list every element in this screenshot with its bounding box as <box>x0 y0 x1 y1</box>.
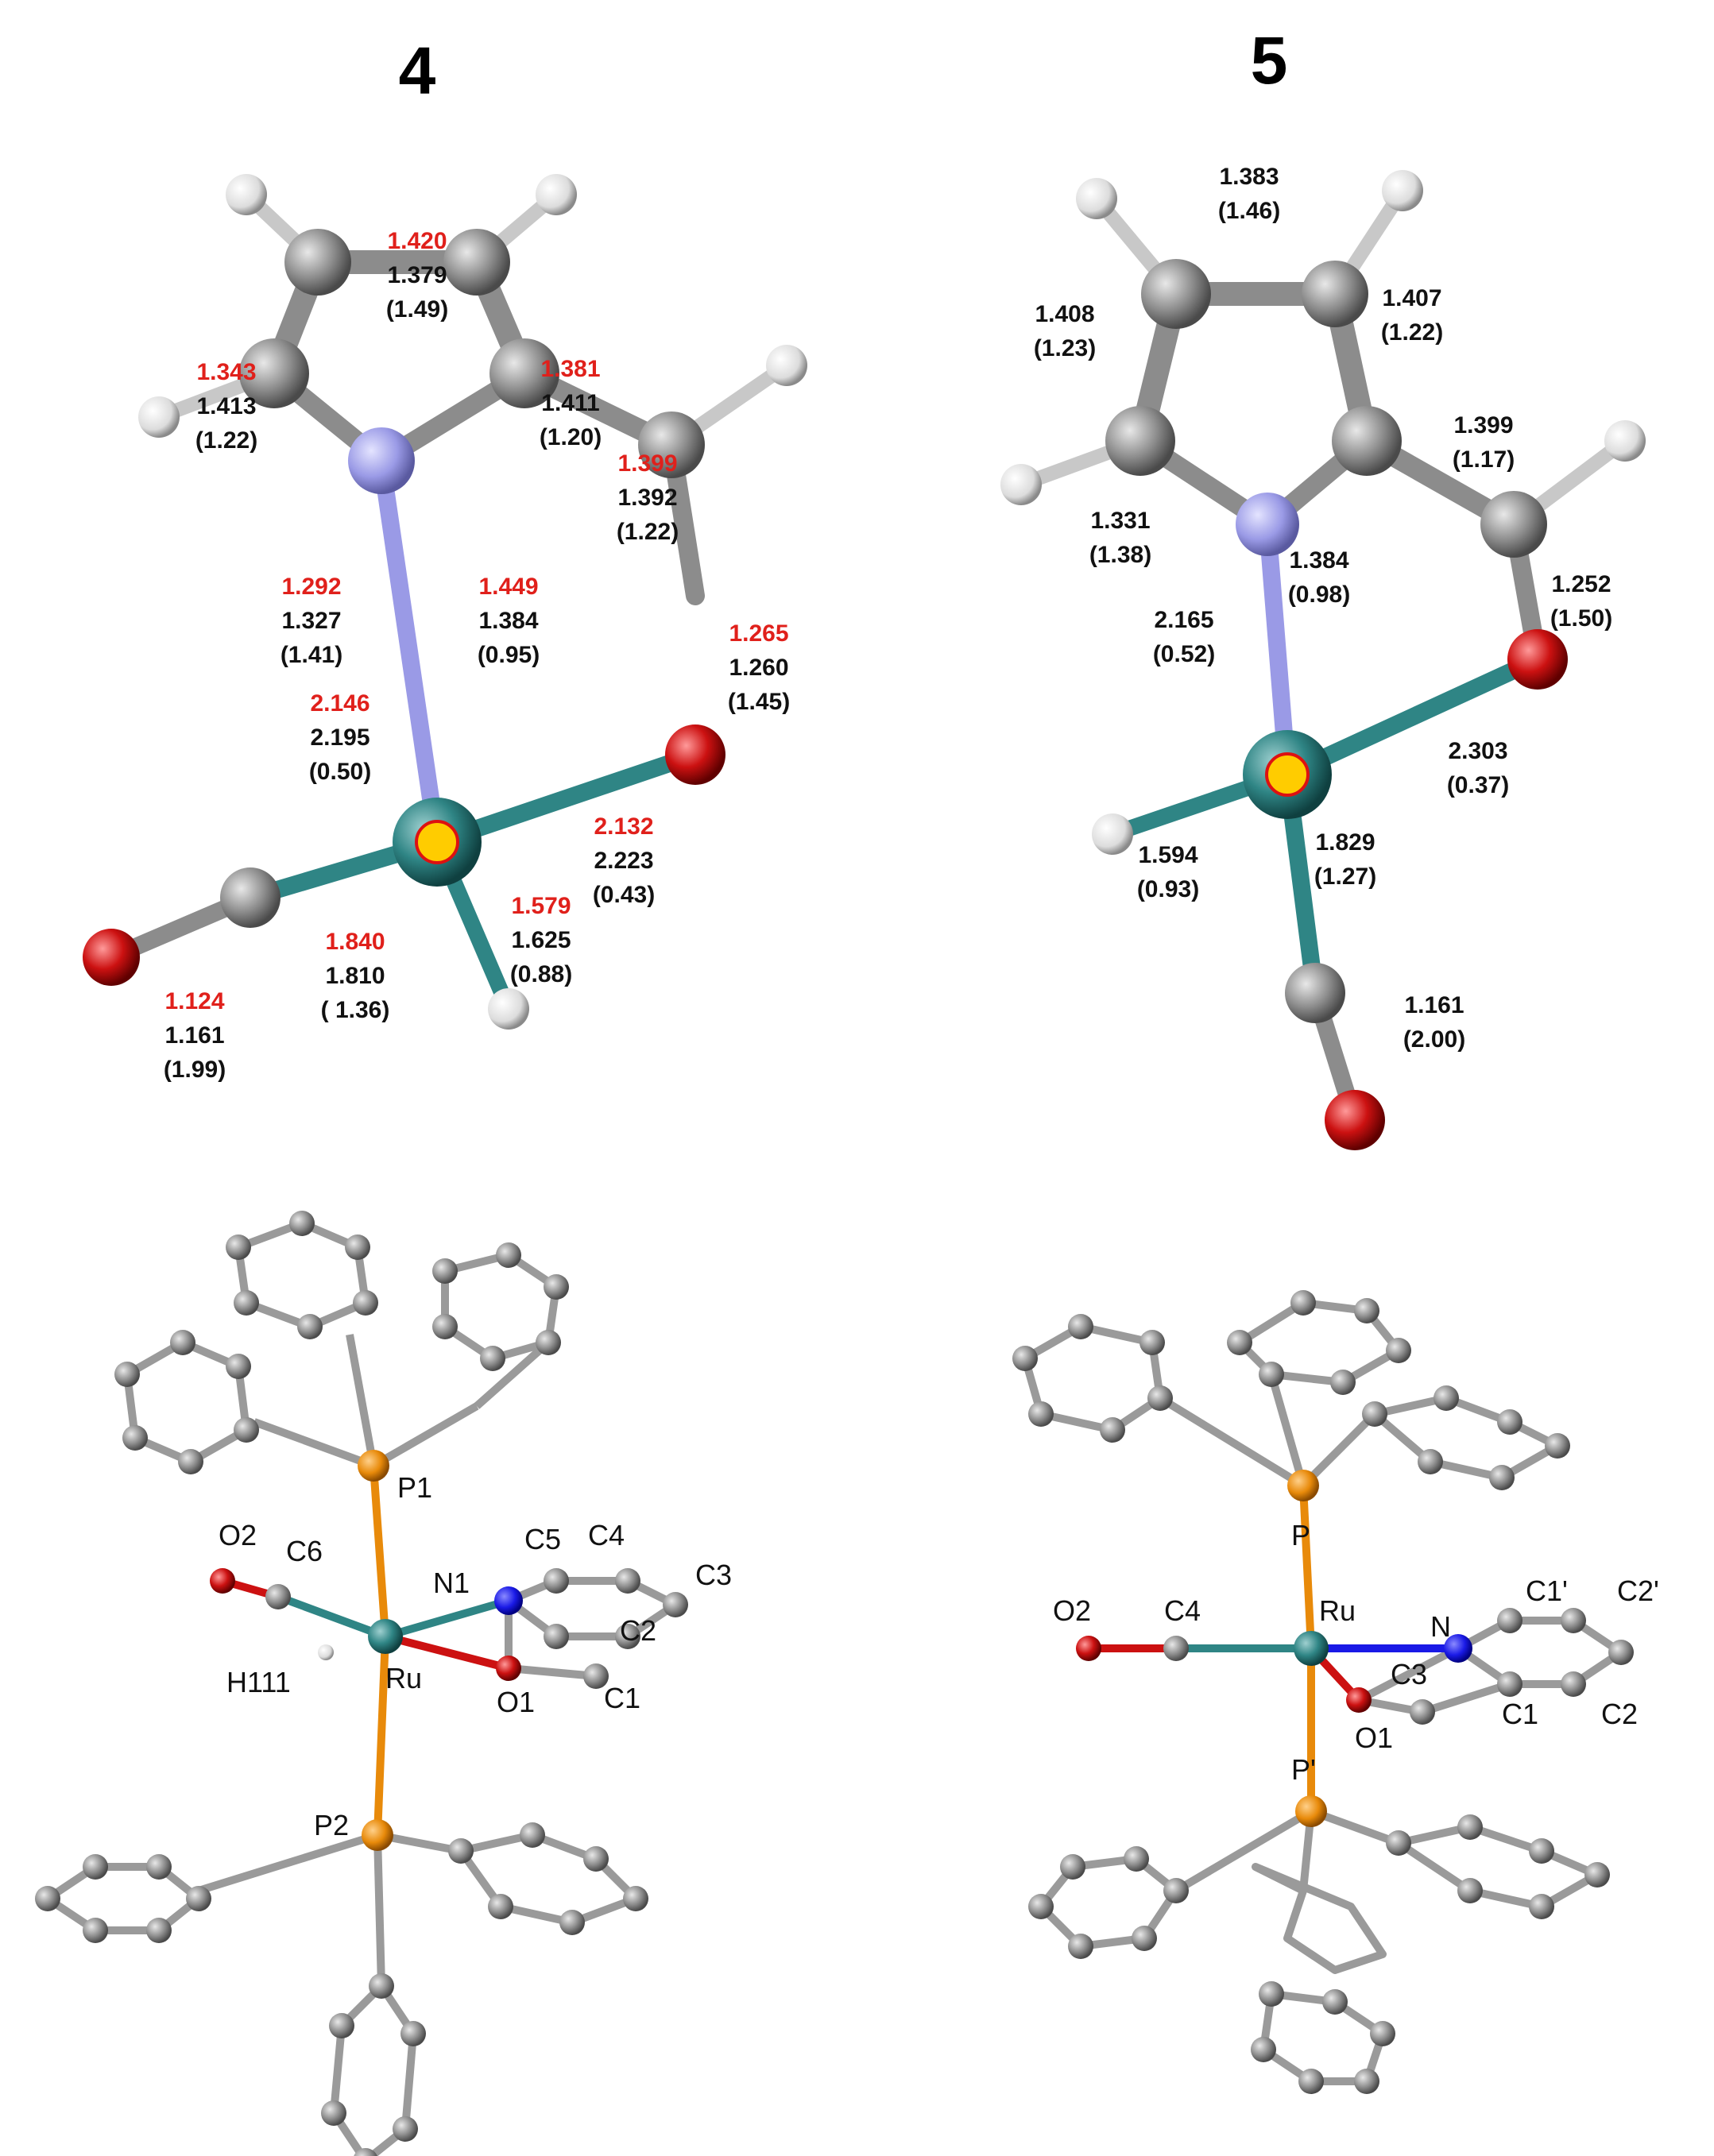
dft-model-4 <box>83 174 807 1030</box>
bond-ruo-wbi: (0.43) <box>593 882 655 908</box>
bond5-nc2-wbi: (0.98) <box>1288 582 1350 608</box>
xray-structure-5 <box>1012 1290 1634 2094</box>
bond-nc2-dft1: 1.449 <box>478 574 538 600</box>
panel-4-title: 4 <box>399 33 436 108</box>
bond5-c3c4-wbi: (1.46) <box>1218 198 1280 224</box>
label5-o1: O1 <box>1355 1721 1393 1754</box>
bond-c2c1-dft2: 1.392 <box>617 485 677 511</box>
bond-ruc-wbi: ( 1.36) <box>321 997 390 1023</box>
bond-c3c4-dft2: 1.379 <box>387 262 447 288</box>
bond5-c4c5-dft: 1.408 <box>1035 301 1094 327</box>
label5-c1: C1 <box>1502 1698 1538 1730</box>
label5-c1p: C1' <box>1526 1574 1568 1607</box>
bond-c5n-dft2: 1.327 <box>281 608 341 634</box>
bond-c4c5-wbi: (1.22) <box>195 427 257 454</box>
label-c1: C1 <box>604 1682 640 1714</box>
bond5-run-dft: 2.165 <box>1154 607 1213 633</box>
bond-c3c4-wbi: (1.49) <box>386 296 448 323</box>
label5-c4: C4 <box>1164 1594 1201 1627</box>
bond5-c5n-wbi: (1.38) <box>1089 542 1151 568</box>
label5-c2p: C2' <box>1617 1574 1659 1607</box>
bond5-c4c5-wbi: (1.23) <box>1034 335 1096 361</box>
label-c5: C5 <box>524 1523 561 1555</box>
bond-ruh-wbi: (0.88) <box>510 961 572 987</box>
label-c2: C2 <box>620 1614 656 1647</box>
bond5-co-dft: 1.252 <box>1551 571 1611 597</box>
label-p1: P1 <box>397 1471 432 1504</box>
bond5-ruo-wbi: (0.37) <box>1447 772 1509 798</box>
bond-cocarbonyl-dft2: 1.161 <box>164 1022 224 1049</box>
bond-nc2-wbi: (0.95) <box>478 642 540 668</box>
bond-ruh-dft1: 1.579 <box>511 893 571 919</box>
bond5-cocarbonyl-dft: 1.161 <box>1404 992 1464 1018</box>
bond-ruc-dft2: 1.810 <box>325 963 385 989</box>
atom-labels-5: P P' O2 C4 Ru N C1' C2' C3 C1 C2 O1 <box>1053 1519 1659 1786</box>
label-c6: C6 <box>286 1535 323 1567</box>
label5-p: P <box>1291 1519 1310 1551</box>
label-p2: P2 <box>314 1809 349 1841</box>
bond5-c2c3-wbi: (1.22) <box>1381 319 1443 346</box>
xray-structure-4 <box>35 1211 688 2156</box>
bond-c2c3-dft2: 1.411 <box>541 390 599 416</box>
bond-run-wbi: (0.50) <box>309 759 371 785</box>
bond-c5n-dft1: 1.292 <box>281 574 341 600</box>
label-c3: C3 <box>695 1559 732 1591</box>
label-n1: N1 <box>433 1567 470 1599</box>
label5-c2: C2 <box>1601 1698 1638 1730</box>
bond-ruo-dft2: 2.223 <box>594 848 653 874</box>
bond-c5n-wbi: (1.41) <box>281 642 342 668</box>
bond5-ruo-dft: 2.303 <box>1448 738 1507 764</box>
bond-run-dft2: 2.195 <box>310 724 369 751</box>
atom-labels-4: P1 P2 O2 C6 N1 C5 C4 C3 C2 C1 O1 Ru H111 <box>219 1471 732 1841</box>
bond5-ruh-wbi: (0.93) <box>1137 876 1199 902</box>
bond-c2c3-wbi: (1.20) <box>540 424 602 450</box>
bond-cocarbonyl-wbi: (1.99) <box>164 1057 226 1083</box>
bond-ruo-dft1: 2.132 <box>594 813 653 840</box>
label-c4: C4 <box>588 1519 625 1551</box>
bond-co-wbi: (1.45) <box>728 689 790 715</box>
bond-c2c1-dft1: 1.399 <box>617 450 677 477</box>
bond5-ruc-wbi: (1.27) <box>1314 864 1376 890</box>
label5-o2: O2 <box>1053 1594 1091 1627</box>
bond-ruh-dft2: 1.625 <box>511 927 571 953</box>
dft-model-5 <box>1000 170 1646 1150</box>
bond-labels-4: 1.420 1.379 (1.49) 1.343 1.413 (1.22) 1.… <box>164 228 790 1083</box>
phenyl-rings-4 <box>44 1219 679 2156</box>
bond5-c3c4-dft: 1.383 <box>1219 164 1279 190</box>
bond5-cocarbonyl-wbi: (2.00) <box>1403 1026 1465 1053</box>
bond5-nc2-dft: 1.384 <box>1289 547 1348 574</box>
bond-labels-5: 1.383 (1.46) 1.408 (1.23) 1.407 (1.22) 1… <box>1034 164 1612 1053</box>
bond5-c5n-dft: 1.331 <box>1090 508 1150 534</box>
label5-n: N <box>1430 1610 1451 1643</box>
label-o1: O1 <box>497 1686 535 1718</box>
bond-c4c5-dft2: 1.413 <box>196 393 256 419</box>
bond5-c2c3-dft: 1.407 <box>1382 285 1441 311</box>
bond-nc2-dft2: 1.384 <box>478 608 538 634</box>
label5-c3: C3 <box>1391 1658 1427 1690</box>
bond5-c2c1-dft: 1.399 <box>1453 412 1513 439</box>
bond5-c2c1-wbi: (1.17) <box>1453 446 1515 473</box>
bond-c2c1-wbi: (1.22) <box>617 519 679 545</box>
bond-co-dft1: 1.265 <box>729 620 788 647</box>
label-h111: H111 <box>226 1666 291 1698</box>
label-o2: O2 <box>219 1519 257 1551</box>
bond-c4c5-dft1: 1.343 <box>196 359 256 385</box>
bond5-co-wbi: (1.50) <box>1550 605 1612 632</box>
label5-pp: P' <box>1291 1753 1316 1786</box>
bond-run-dft1: 2.146 <box>310 690 369 717</box>
label5-ru: Ru <box>1319 1594 1356 1627</box>
bond-c2c3-dft1: 1.381 <box>540 356 600 382</box>
label-ru: Ru <box>385 1662 422 1694</box>
bond-cocarbonyl-dft1: 1.124 <box>164 988 224 1014</box>
panel-5-title: 5 <box>1251 23 1288 98</box>
bond5-ruc-dft: 1.829 <box>1315 829 1375 856</box>
bond-c3c4-dft1: 1.420 <box>387 228 447 254</box>
bond5-run-wbi: (0.52) <box>1153 641 1215 667</box>
bond-co-dft2: 1.260 <box>729 655 788 681</box>
bond-ruc-dft1: 1.840 <box>325 929 385 955</box>
bond5-ruh-dft: 1.594 <box>1138 842 1197 868</box>
